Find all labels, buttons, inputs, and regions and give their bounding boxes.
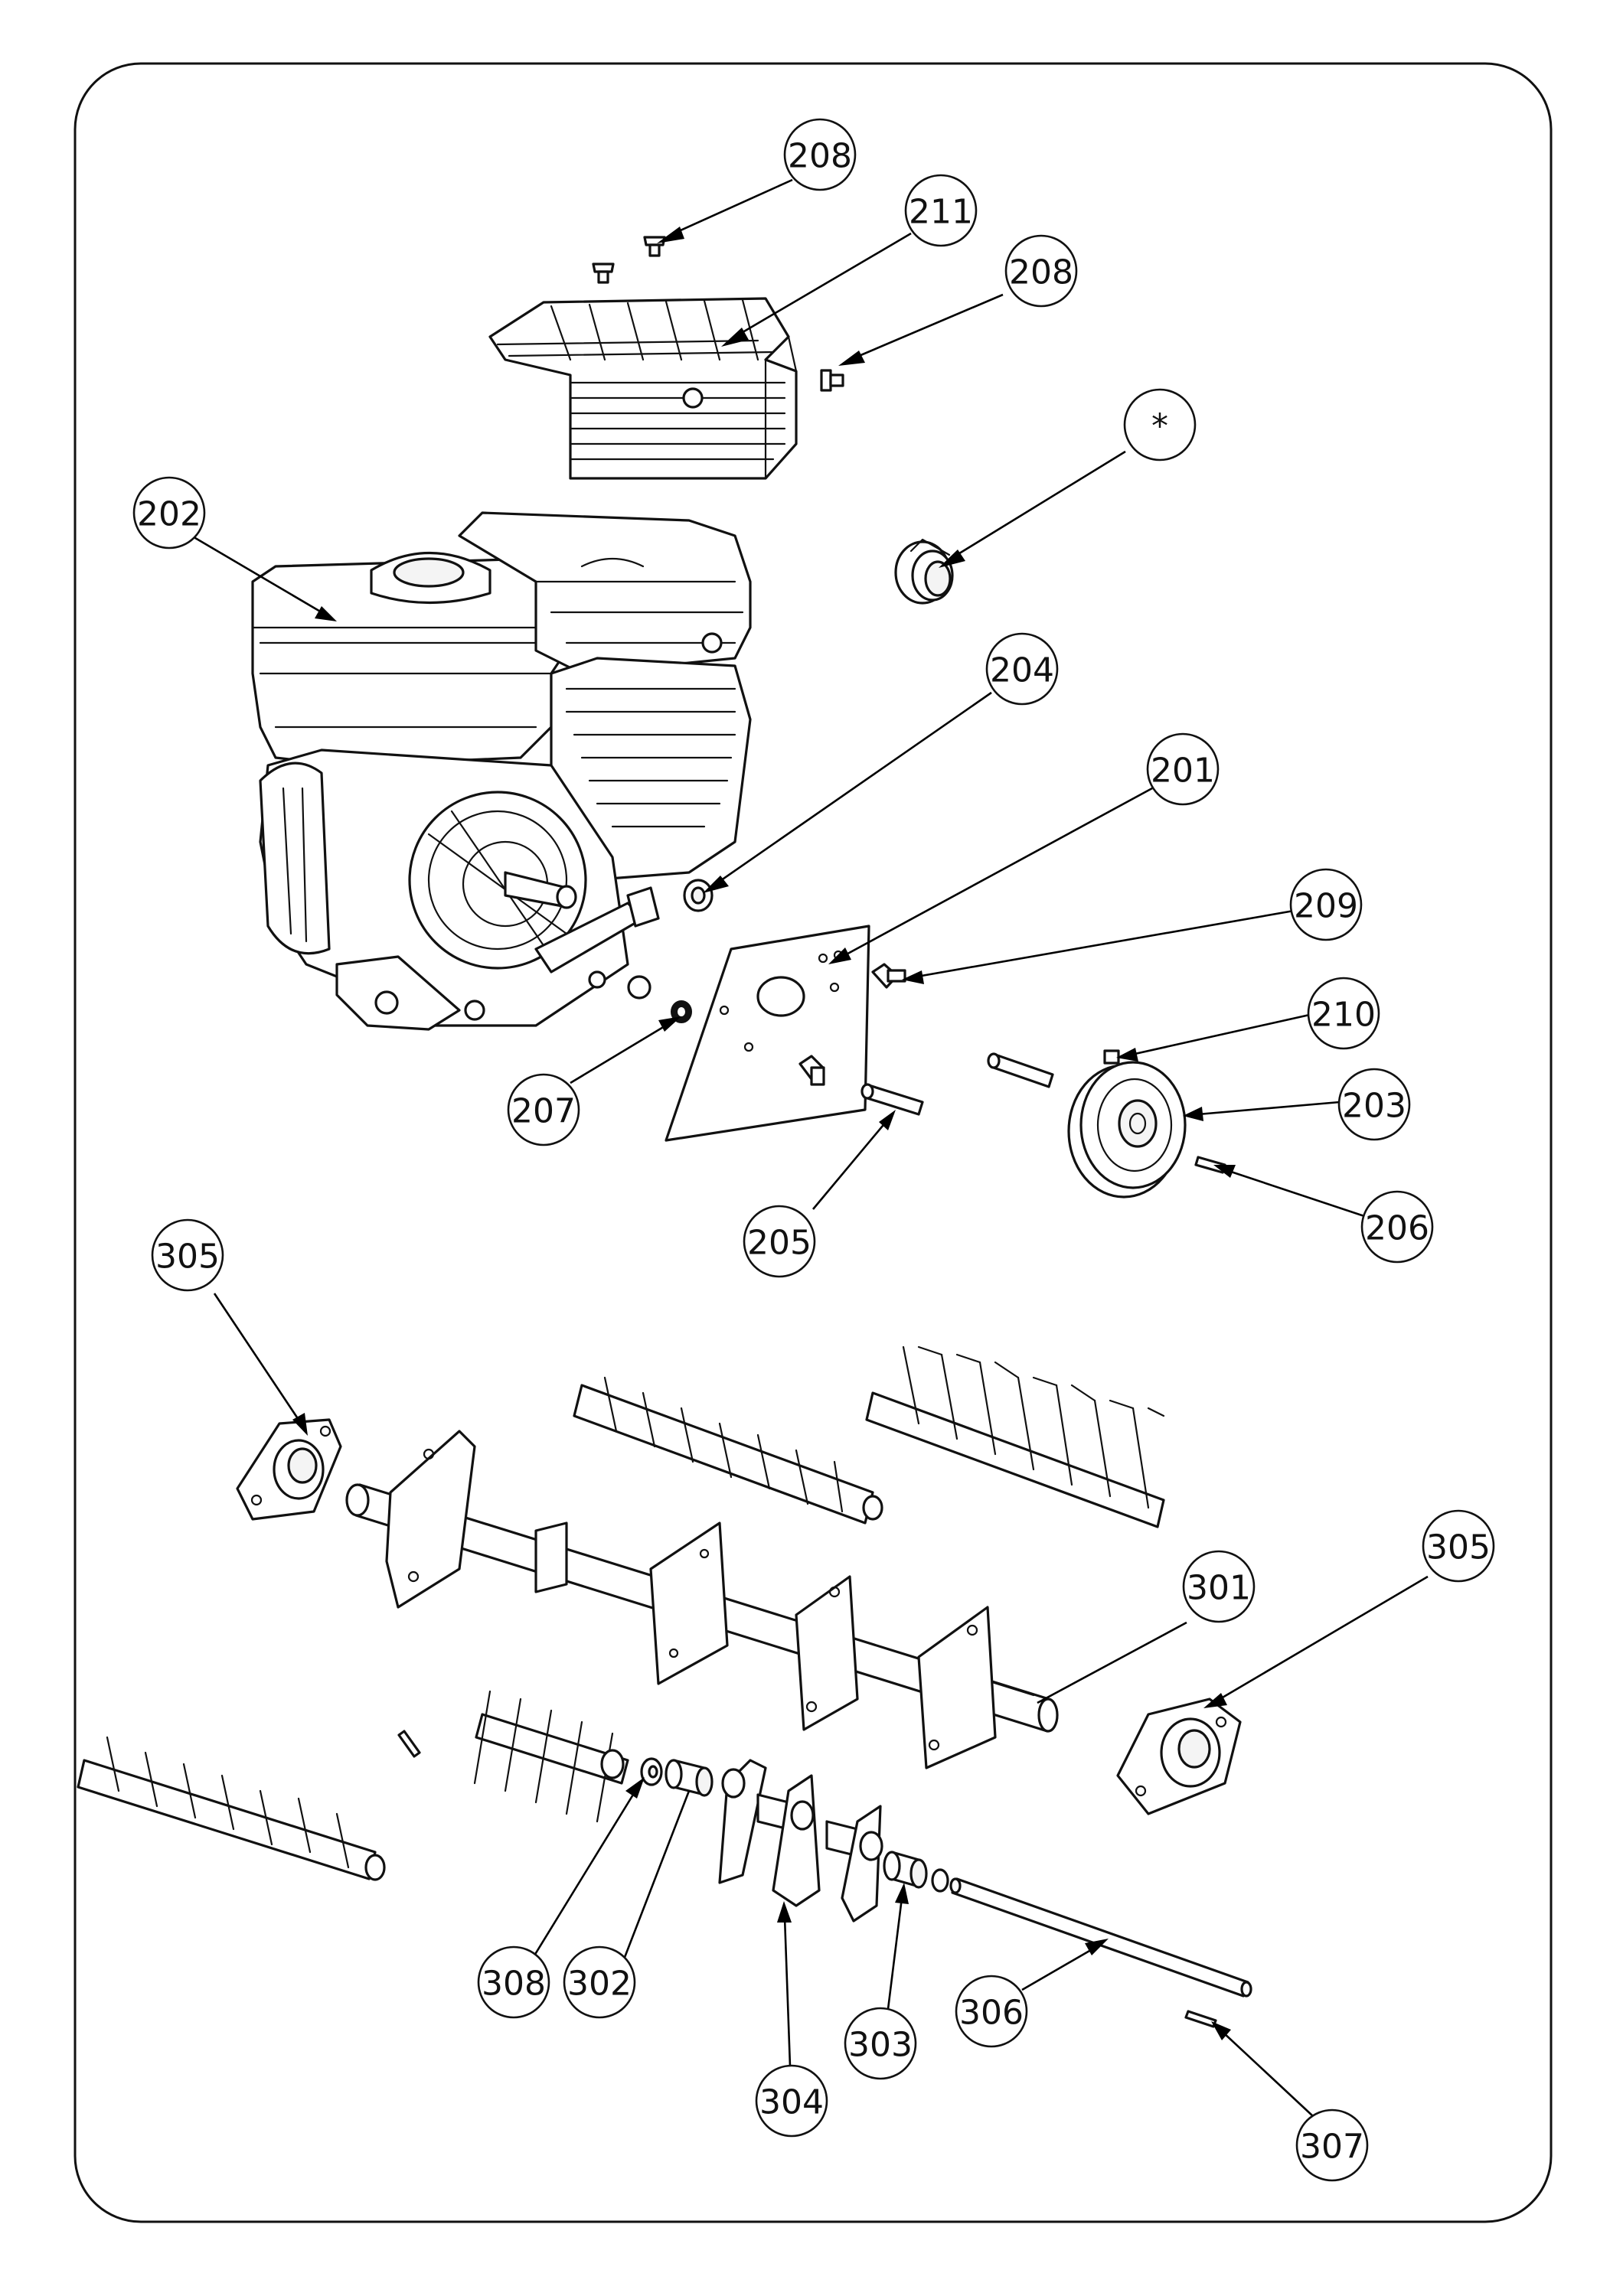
callout-211: 211 (904, 174, 978, 247)
svg-text:304: 304 (759, 2083, 824, 2122)
callout-208-top: 208 (783, 118, 857, 191)
washer-204 (683, 879, 714, 912)
svg-text:303: 303 (848, 2026, 913, 2065)
svg-text:201: 201 (1151, 752, 1215, 791)
svg-text:305: 305 (1426, 1528, 1491, 1567)
callout-304: 304 (755, 2064, 828, 2138)
pin-205 (860, 1083, 924, 1116)
blade-set-upper-right (865, 1345, 1165, 1528)
callout-307: 307 (1295, 2108, 1369, 2182)
svg-text:306: 306 (959, 1994, 1024, 2033)
svg-text:211: 211 (909, 193, 973, 232)
callout-202: 202 (132, 476, 206, 550)
callout-star: * (1123, 388, 1197, 461)
svg-text:204: 204 (990, 651, 1054, 690)
svg-text:209: 209 (1294, 887, 1358, 926)
callout-209: 209 (1289, 868, 1363, 941)
callout-207: 207 (507, 1073, 580, 1146)
leader-lines (191, 178, 1429, 2117)
callout-303: 303 (844, 2007, 917, 2080)
svg-text:301: 301 (1187, 1569, 1251, 1608)
muffler-guard (488, 297, 798, 480)
pulley-203 (1067, 1061, 1187, 1199)
blade-set-lower-middle (473, 1690, 629, 1823)
callout-203: 203 (1337, 1068, 1411, 1141)
svg-text:203: 203 (1342, 1087, 1406, 1126)
svg-text:305: 305 (155, 1238, 220, 1277)
spacer-302 (665, 1759, 714, 1797)
svg-text:206: 206 (1365, 1209, 1429, 1248)
pin-307 (1184, 2010, 1217, 2028)
callout-301: 301 (1182, 1550, 1256, 1623)
screw-208-top (643, 236, 666, 257)
callouts: 208 211 208 * 202 204 201 209 (132, 118, 1495, 2182)
svg-text:208: 208 (1009, 253, 1073, 292)
callout-306: 306 (955, 1975, 1028, 2048)
mount-plate (665, 925, 870, 1142)
rod-306 (949, 1877, 1252, 1998)
screw-208-left (592, 263, 615, 284)
grommet-part (894, 538, 954, 605)
svg-text:207: 207 (511, 1092, 576, 1131)
flange-bearing-right (1116, 1698, 1242, 1815)
svg-text:308: 308 (482, 1965, 546, 2004)
svg-text:307: 307 (1300, 2128, 1364, 2167)
spacer-303 (883, 1851, 949, 1893)
page-frame (73, 62, 1553, 2223)
blade-set-lower-left (77, 1736, 386, 1881)
blade-set-upper-middle (573, 1376, 883, 1525)
bolt-209 (871, 963, 906, 989)
blade-group-304 (718, 1759, 883, 1923)
callout-206: 206 (1360, 1190, 1434, 1264)
svg-text:*: * (1151, 407, 1168, 446)
callout-305-right: 305 (1422, 1509, 1495, 1583)
callout-201: 201 (1146, 732, 1220, 806)
callout-302: 302 (563, 1945, 636, 2019)
svg-text:205: 205 (747, 1224, 812, 1263)
nut-207 (671, 1000, 692, 1023)
engine (251, 511, 752, 1031)
svg-text:208: 208 (788, 137, 852, 176)
pin-shaft (987, 1052, 1054, 1088)
setscrew-210 (1103, 1049, 1120, 1065)
key-206 (1194, 1156, 1226, 1174)
callout-208-right: 208 (1004, 234, 1078, 308)
washer-308 (640, 1757, 663, 1786)
callout-305-left: 305 (151, 1218, 224, 1292)
screw-208-right (820, 369, 844, 392)
callout-204: 204 (985, 632, 1059, 706)
callout-205: 205 (743, 1205, 816, 1278)
svg-text:210: 210 (1311, 996, 1376, 1035)
svg-text:202: 202 (137, 495, 201, 534)
flange-bearing-left (236, 1418, 342, 1521)
svg-text:302: 302 (567, 1965, 632, 2004)
plate-bolt (798, 1055, 825, 1086)
callout-210: 210 (1307, 977, 1380, 1050)
rotor-shaft (345, 1430, 1059, 1769)
callout-308: 308 (477, 1945, 550, 2019)
small-pin (397, 1730, 421, 1758)
